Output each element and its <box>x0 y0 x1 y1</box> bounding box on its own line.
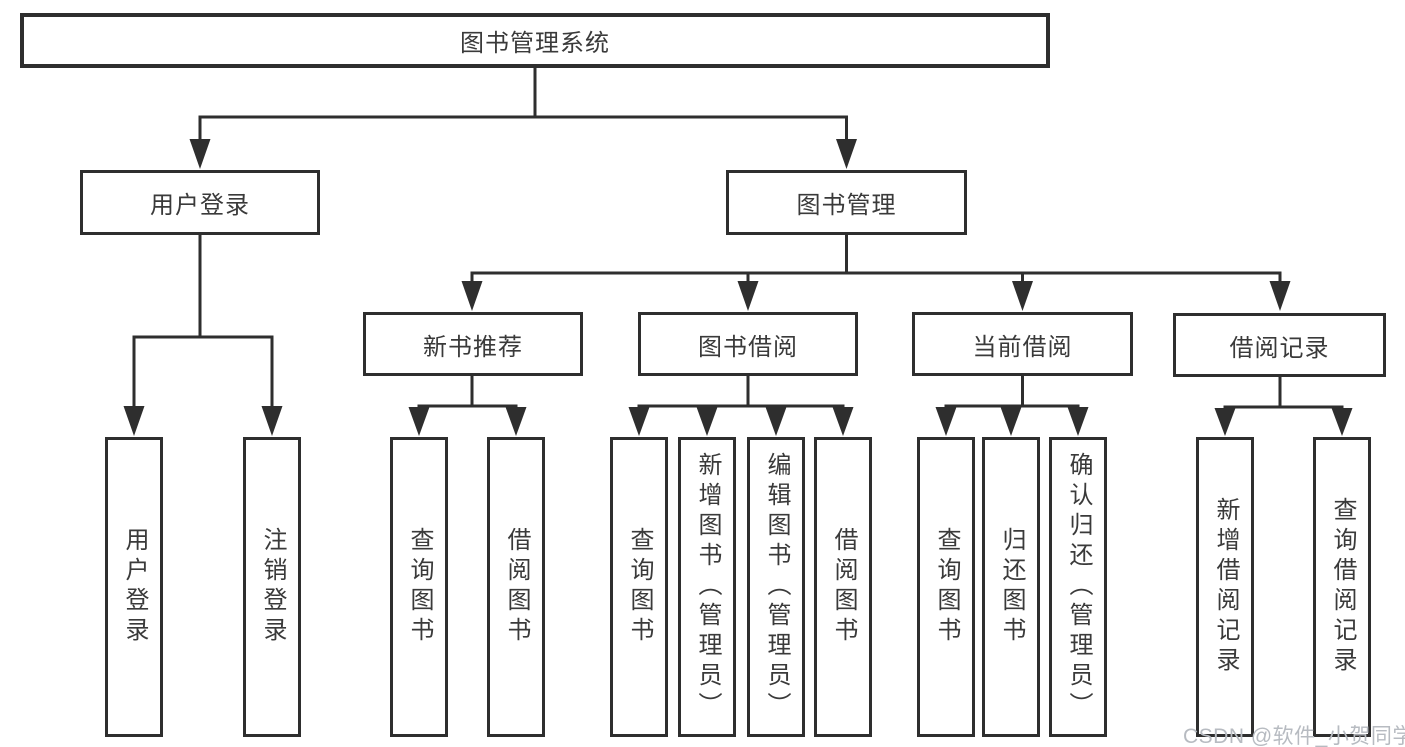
leaf-return-books: 归还图书 <box>982 437 1040 737</box>
node-new-book-recommend: 新书推荐 <box>363 312 583 376</box>
node-label: 借阅图书 <box>503 527 530 647</box>
node-label: 新增图书（管理员） <box>694 452 721 722</box>
node-label: 查询图书 <box>406 527 433 647</box>
node-label: 借阅图书 <box>830 527 857 647</box>
watermark-text: CSDN @软件_小贺同学 <box>1183 725 1405 747</box>
leaf-query-books-recommend: 查询图书 <box>390 437 448 737</box>
leaf-borrow-books-recommend: 借阅图书 <box>487 437 545 737</box>
node-label: 编辑图书（管理员） <box>763 452 790 722</box>
connector-newbooks-to-leaves <box>408 376 527 436</box>
node-label: 用户登录 <box>121 527 148 647</box>
connector-userlogin-to-leaves <box>123 235 283 436</box>
connector-root-to-level2 <box>189 68 857 169</box>
leaf-logout: 注销登录 <box>243 437 301 737</box>
node-label: 注销登录 <box>259 527 286 647</box>
node-current-borrow: 当前借阅 <box>912 312 1133 376</box>
node-label: 图书管理 <box>796 192 897 219</box>
node-label: 新书推荐 <box>423 333 523 361</box>
node-label: 查询借阅记录 <box>1329 497 1356 677</box>
node-label: 归还图书 <box>998 527 1025 647</box>
node-borrow-records: 借阅记录 <box>1173 313 1386 377</box>
connector-bookmgmt-to-level3 <box>461 235 1291 311</box>
leaf-query-books-current: 查询图书 <box>917 437 975 737</box>
node-label: 借阅记录 <box>1229 334 1330 362</box>
node-label: 图书借阅 <box>698 333 798 361</box>
connector-bookborrow-to-leaves <box>628 376 854 436</box>
node-root-system: 图书管理系统 <box>20 13 1050 68</box>
leaf-add-books-admin: 新增图书（管理员） <box>678 437 736 737</box>
node-label: 当前借阅 <box>972 333 1073 361</box>
node-book-borrow: 图书借阅 <box>638 312 858 376</box>
leaf-query-books-borrow: 查询图书 <box>610 437 668 737</box>
leaf-confirm-return-admin: 确认归还（管理员） <box>1049 437 1107 737</box>
node-label: 确认归还（管理员） <box>1065 452 1092 722</box>
leaf-query-borrow-record: 查询借阅记录 <box>1313 437 1371 737</box>
connector-currentborrow-to-leaves <box>935 376 1089 436</box>
leaf-borrow-books: 借阅图书 <box>814 437 872 737</box>
node-label: 查询图书 <box>933 527 960 647</box>
leaf-add-borrow-record: 新增借阅记录 <box>1196 437 1254 737</box>
node-label: 查询图书 <box>626 527 653 647</box>
leaf-user-login: 用户登录 <box>105 437 163 737</box>
node-label: 新增借阅记录 <box>1212 497 1239 677</box>
connector-borrowrecords-to-leaves <box>1214 377 1353 436</box>
leaf-edit-books-admin: 编辑图书（管理员） <box>747 437 805 737</box>
node-user-login: 用户登录 <box>80 170 320 235</box>
node-book-management: 图书管理 <box>726 170 967 235</box>
node-label: 图书管理系统 <box>460 30 610 57</box>
node-label: 用户登录 <box>150 192 250 219</box>
